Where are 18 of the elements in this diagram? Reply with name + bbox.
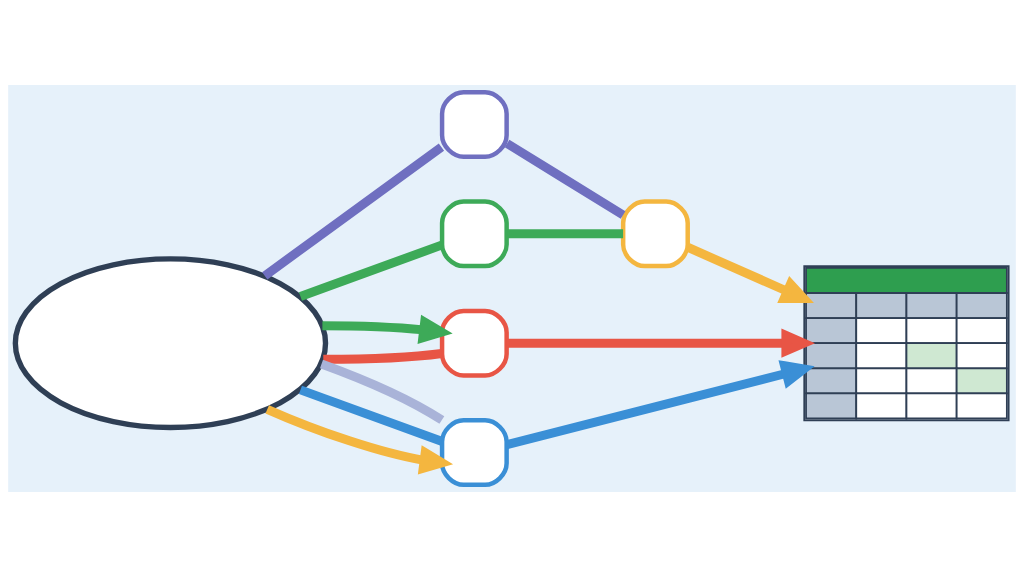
arrow <box>686 242 814 303</box>
connector <box>507 228 624 238</box>
arrow <box>265 404 454 474</box>
node-box <box>439 89 509 159</box>
node-cloud <box>12 255 329 430</box>
node-box <box>439 417 509 487</box>
connector <box>298 385 444 445</box>
arrow <box>505 359 815 449</box>
node-box <box>439 308 509 378</box>
arrow <box>506 327 815 358</box>
connector <box>262 143 445 279</box>
connector <box>319 359 445 424</box>
connector <box>298 240 444 301</box>
connector <box>323 348 443 364</box>
node-box <box>439 198 509 268</box>
arrow <box>322 314 453 344</box>
connector <box>504 139 626 219</box>
node-box <box>620 198 690 268</box>
